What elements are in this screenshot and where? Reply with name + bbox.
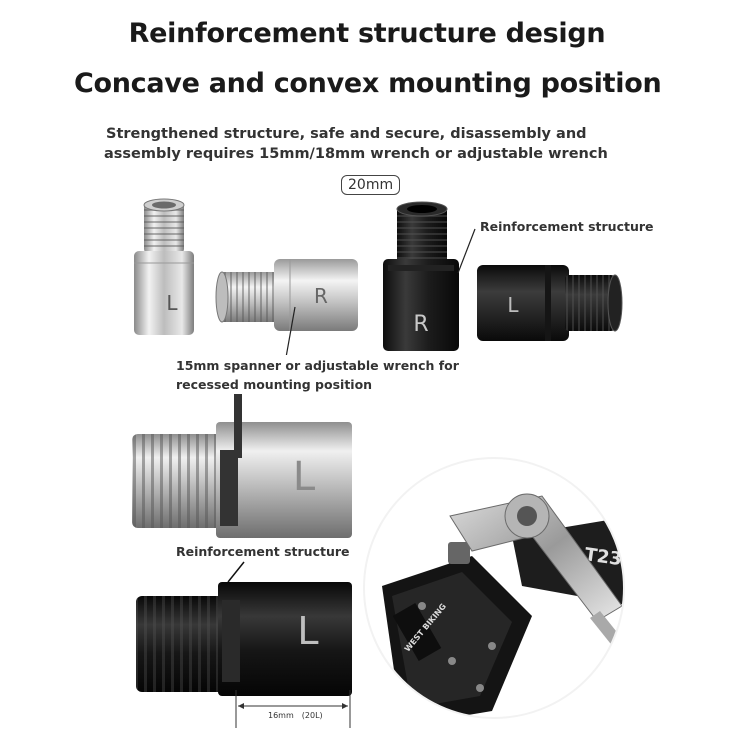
black-adapter-horizontal xyxy=(477,265,623,341)
silver-right-letter: R xyxy=(314,284,328,308)
black-adapter-vertical xyxy=(383,201,459,351)
black-right-letter: L xyxy=(507,293,519,317)
reinforcement-pointer-top xyxy=(457,228,476,274)
wrench-pedal-photo: T23 WEST BIKING xyxy=(363,457,625,719)
reinforcement-callout-top: Reinforcement structure xyxy=(480,219,654,234)
size-badge: 20mm xyxy=(341,175,401,195)
black-closeup-letter: L xyxy=(297,609,318,653)
spanner-callout-line-1: 15mm spanner or adjustable wrench for xyxy=(176,358,459,373)
silver-closeup-letter: L xyxy=(293,454,316,500)
silver-adapter-horizontal xyxy=(215,259,358,331)
black-left-letter: R xyxy=(413,312,428,337)
dimension-label: 16mm (20L) xyxy=(268,711,323,720)
title-line-1: Reinforcement structure design xyxy=(128,18,606,49)
spanner-callout-line-2: recessed mounting position xyxy=(176,377,373,392)
product-adapters-illustration: L R R L xyxy=(134,198,623,355)
subtitle-line-1: Strengthened structure, safe and secure,… xyxy=(106,126,587,142)
silver-left-letter: L xyxy=(166,291,178,315)
black-adapter-closeup: L xyxy=(136,561,352,728)
title-line-2: Concave and convex mounting position xyxy=(74,68,662,99)
reinforcement-callout-mid: Reinforcement structure xyxy=(176,544,350,559)
spanner-pointer xyxy=(285,306,296,355)
silver-adapter-vertical xyxy=(134,198,194,335)
silver-adapter-closeup: L xyxy=(132,394,352,538)
subtitle-line-2: assembly requires 15mm/18mm wrench or ad… xyxy=(104,146,608,162)
